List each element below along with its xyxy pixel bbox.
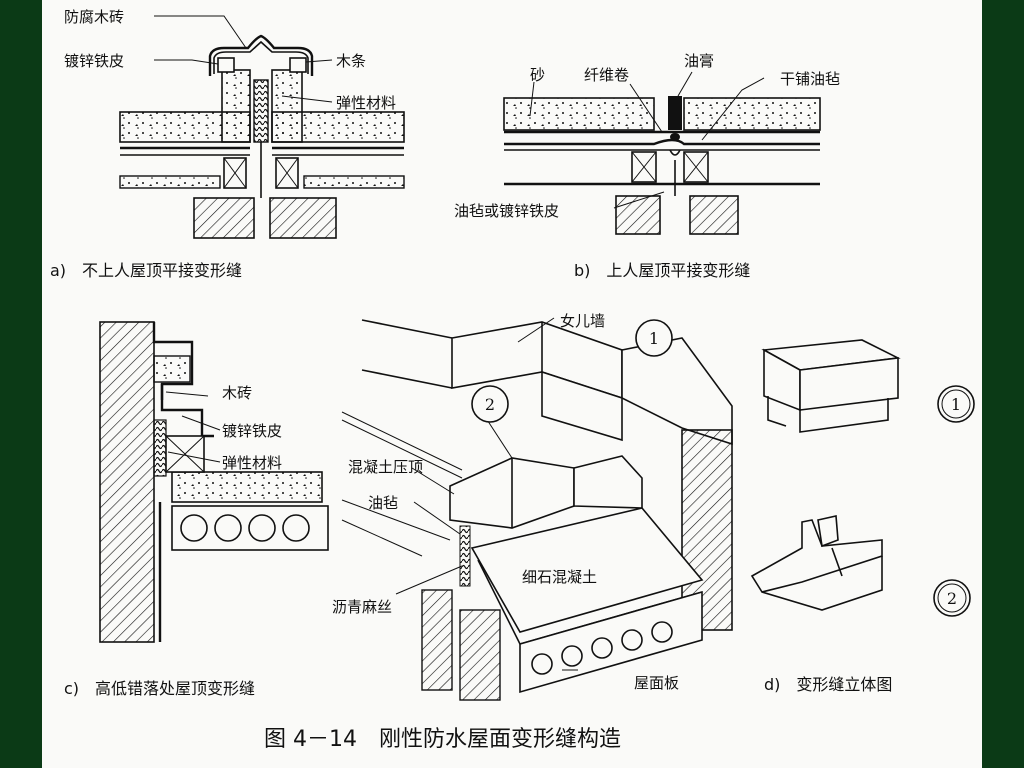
label-concrete-cap-d: 混凝土压顶 (348, 458, 423, 476)
label-asphalt-hemp-d: 沥青麻丝 (332, 598, 392, 616)
marker-1-text: 1 (649, 329, 659, 348)
label-elastic-a: 弹性材料 (336, 94, 396, 112)
label-grease-b: 油膏 (684, 52, 714, 70)
detail-piece-1 (761, 339, 901, 433)
panel-d-drawing (341, 317, 733, 701)
panel-a-drawing (119, 15, 405, 239)
caption-c: c) 高低错落处屋顶变形缝 (64, 679, 255, 698)
label-dry-felt-b: 干铺油毡 (780, 70, 840, 88)
label-wood-strip-a: 木条 (336, 52, 366, 70)
label-fine-concrete-d: 细石混凝土 (522, 568, 597, 586)
figure-paper: 防腐木砖 镀锌铁皮 木条 弹性材料 a) 不上人屋顶平接变形缝 砂 纤维卷 油膏… (42, 0, 982, 768)
caption-d: d) 变形缝立体图 (764, 675, 892, 694)
marker-circle-1 (635, 319, 673, 357)
panel-c-drawing (99, 321, 329, 643)
detail-piece-2 (750, 515, 883, 611)
label-felt-d: 油毡 (368, 494, 398, 512)
detail-marker-2-text: 2 (947, 589, 957, 608)
detail-marker-circle-1 (937, 385, 975, 423)
detail-marker-1-text: 1 (951, 395, 961, 414)
detail-marker-circle-2 (933, 579, 971, 617)
figure-drawing: 防腐木砖 镀锌铁皮 木条 弹性材料 a) 不上人屋顶平接变形缝 砂 纤维卷 油膏… (50, 8, 975, 752)
label-wood-brick-c: 木砖 (222, 384, 252, 402)
label-fiber-b: 纤维卷 (584, 66, 629, 84)
label-felt-or-galv-b: 油毡或镀锌铁皮 (454, 202, 559, 220)
label-galvanized-c: 镀锌铁皮 (222, 422, 282, 440)
panel-b-drawing (503, 71, 821, 235)
marker-2-text: 2 (485, 395, 495, 414)
figure-title: 图 4－14 刚性防水屋面变形缝构造 (264, 727, 621, 752)
label-wood-brick-a: 防腐木砖 (64, 8, 124, 26)
label-parapet-d: 女儿墙 (560, 312, 605, 330)
caption-a: a) 不上人屋顶平接变形缝 (50, 261, 242, 280)
label-sand-b: 砂 (530, 66, 545, 84)
caption-b: b) 上人屋顶平接变形缝 (574, 261, 750, 280)
label-galvanized-a: 镀锌铁皮 (64, 52, 124, 70)
marker-circle-2 (471, 385, 509, 423)
label-elastic-c: 弹性材料 (222, 454, 282, 472)
label-roof-slab-d: 屋面板 (634, 674, 679, 692)
